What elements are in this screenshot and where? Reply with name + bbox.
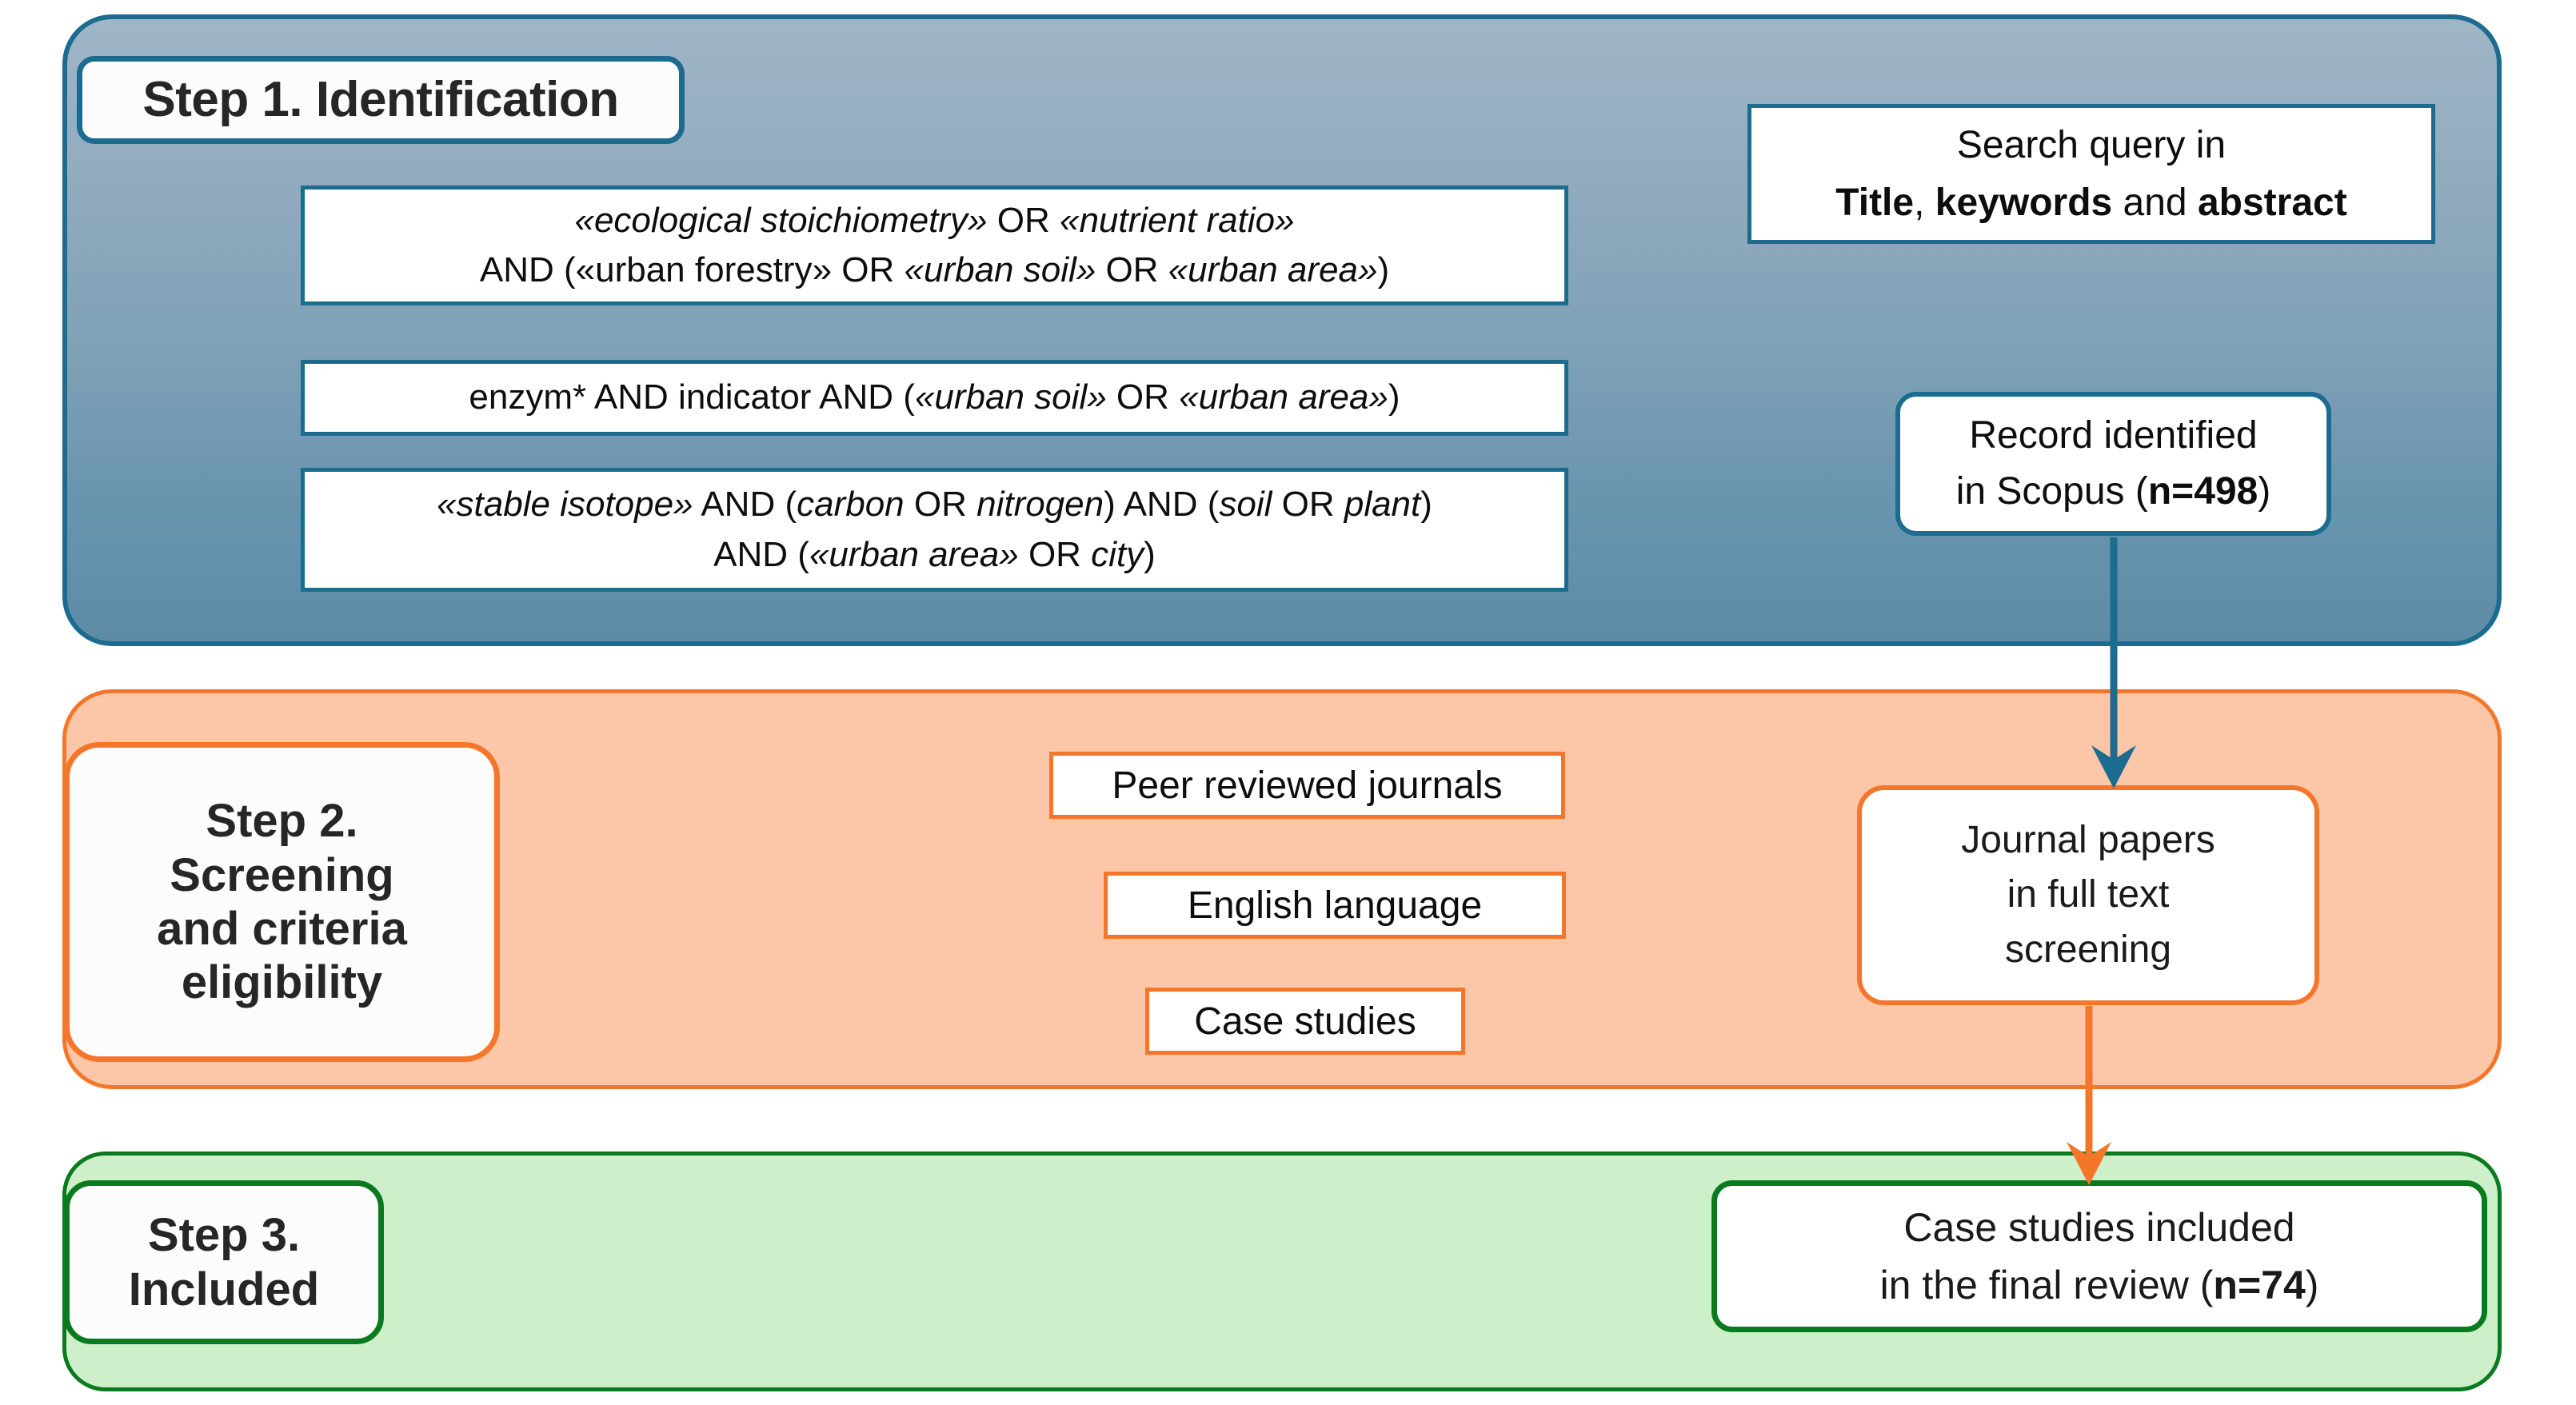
query-3-line-1: «stable isotope» AND (carbon OR nitrogen… [437, 485, 1432, 525]
step-3-label-chip: Step 3. Included [64, 1180, 384, 1344]
step-2-label-line-2: Screening [170, 848, 394, 901]
journal-papers-box: Journal papers in full text screening [1857, 785, 2319, 1005]
record-identified-box: Record identified in Scopus (n=498) [1895, 392, 2331, 536]
journal-papers-line-2: in full text [2007, 873, 2170, 916]
step-3-label-line-1: Step 3. [147, 1209, 301, 1262]
search-fields-line-1: Search query in [1956, 123, 2227, 166]
step-2-label-line-4: eligibility [181, 956, 383, 1009]
step-2-label-line-1: Step 2. [206, 795, 358, 848]
final-review-box: Case studies included in the final revie… [1711, 1180, 2487, 1332]
criteria-box-english-language: English language [1104, 872, 1566, 939]
query-2-line-1: enzym* AND indicator AND («urban soil» O… [469, 377, 1400, 417]
search-query-box-2: enzym* AND indicator AND («urban soil» O… [301, 360, 1568, 436]
step-1-label-chip: Step 1. Identification [77, 56, 685, 144]
step-3-label-line-2: Included [128, 1263, 320, 1315]
search-fields-line-2: Title, keywords and abstract [1835, 181, 2347, 224]
search-query-box-1: «ecological stoichiometry» OR «nutrient … [301, 186, 1568, 305]
criteria-box-peer-reviewed: Peer reviewed journals [1049, 752, 1565, 819]
record-identified-line-2: in Scopus (n=498) [1955, 470, 2271, 513]
search-fields-box: Search query in Title, keywords and abst… [1747, 104, 2435, 244]
journal-papers-line-3: screening [2004, 928, 2172, 971]
step-2-label-line-3: and criteria [157, 903, 407, 955]
final-review-line-1: Case studies included [1903, 1204, 2295, 1250]
step-2-label-chip: Step 2. Screening and criteria eligibili… [64, 742, 500, 1062]
query-3-line-2: AND («urban area» OR city) [713, 534, 1156, 574]
search-query-box-3: «stable isotope» AND (carbon OR nitrogen… [301, 468, 1568, 592]
query-1-line-2: AND («urban forestry» OR «urban soil» OR… [479, 250, 1390, 289]
criteria-box-case-studies: Case studies [1145, 988, 1465, 1055]
record-identified-line-1: Record identified [1969, 414, 2258, 457]
query-1-line-1: «ecological stoichiometry» OR «nutrient … [574, 200, 1295, 240]
journal-papers-line-1: Journal papers [1961, 819, 2215, 862]
final-review-line-2: in the final review (n=74) [1879, 1263, 2319, 1307]
